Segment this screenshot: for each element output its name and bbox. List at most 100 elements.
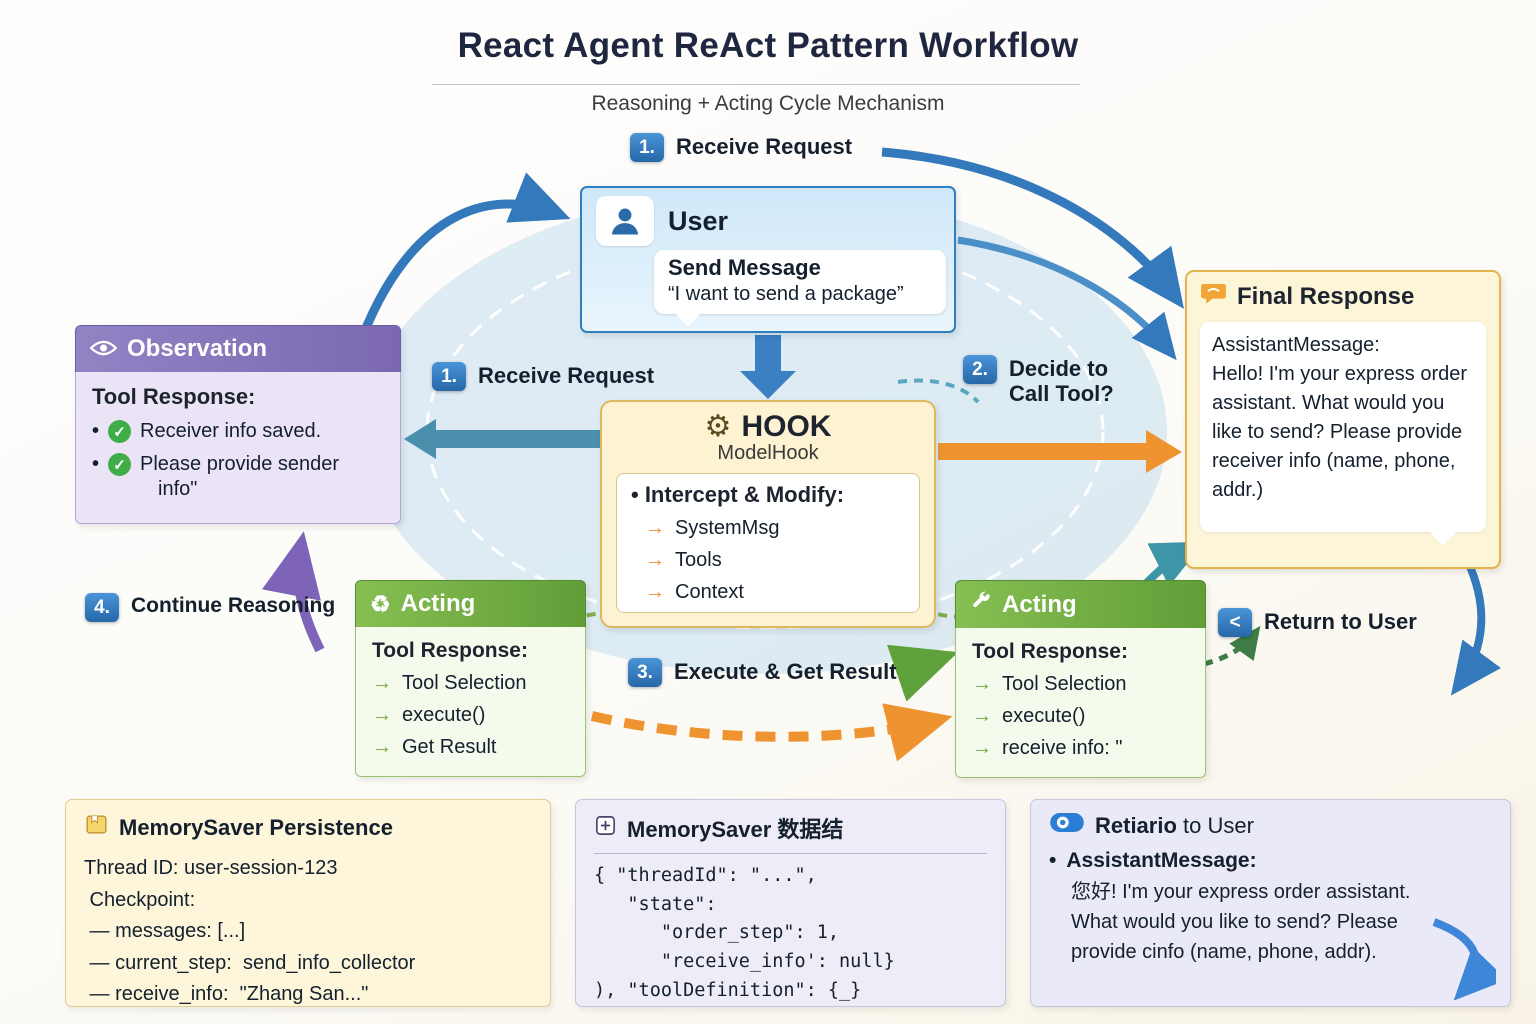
add-square-icon (594, 814, 617, 843)
title-divider (432, 84, 1080, 85)
return-to-user-box: Retiario to User • AssistantMessage: 您好!… (1030, 799, 1511, 1007)
acting-left-header: ♻ Acting (355, 580, 586, 627)
arrow-right-icon: → (372, 736, 392, 758)
structure-box-title: MemorySaver 数据结 (627, 817, 844, 842)
flow-label-text: Decide to Call Tool? (1009, 356, 1114, 407)
hook-subtitle: ModelHook (717, 442, 819, 464)
assistant-message-bullet: • AssistantMessage: (1049, 849, 1492, 873)
code-line: ), "toolDefinition": {_} (594, 979, 862, 1001)
user-box: User Send Message “I want to send a pack… (580, 186, 956, 333)
final-response-title: Final Response (1237, 283, 1415, 310)
memory-saver-persistence-box: MemorySaver Persistence Thread ID: user-… (65, 799, 551, 1007)
step-badge-1: 1. (630, 133, 664, 162)
acting-left-body: Tool Response: → Tool Selection → execut… (355, 627, 586, 777)
cycle-icon: ♻ (370, 590, 391, 617)
arrow-right-icon: → (372, 672, 392, 694)
tool-response-label: Tool Response: (972, 640, 1128, 663)
memory-line: Thread ID: user-session-123 (84, 857, 338, 879)
user-message-bubble: Send Message “I want to send a package” (654, 250, 946, 327)
flow-label-receive-request: 1. Receive Request (432, 362, 654, 391)
acting-right-body: Tool Response: → Tool Selection → execut… (955, 628, 1206, 778)
assistant-message-text: 您好! I'm your express order assistant. Wh… (1071, 881, 1411, 963)
flow-label-text: Receive Request (676, 134, 853, 159)
step-badge-2: 2. (963, 355, 997, 384)
arrow-right-icon: → (645, 581, 665, 603)
state-json-code: { "threadId": "...", "state": "order_ste… (594, 862, 987, 1005)
gear-icon: ⚙ (704, 410, 732, 443)
speech-tail (1430, 520, 1456, 546)
hook-intercept-panel: • Intercept & Modify: → SystemMsg → Tool… (616, 473, 920, 613)
divider (594, 853, 987, 854)
wrench-icon (970, 590, 992, 619)
return-curve-arrow (1432, 918, 1496, 1000)
step-badge-1b: 1. (432, 362, 466, 391)
memory-line: — current_step: send_info_collector (84, 951, 416, 974)
hook-title: HOOK (741, 410, 832, 443)
observation-header: Observation (75, 325, 401, 372)
memory-line: Checkpoint: (84, 888, 196, 911)
assistant-message-label: AssistantMessage: (1212, 334, 1380, 356)
acting-item-text: Tool Selection (1002, 673, 1127, 695)
observation-item-text: Please provide sender (140, 453, 340, 475)
memory-saver-structure-box: MemorySaver 数据结 { "threadId": "...", "st… (575, 799, 1006, 1007)
observation-item-text: info" (158, 478, 198, 500)
arrow-right-icon: → (645, 549, 665, 571)
hook-item-text: Context (675, 581, 744, 603)
tool-response-label: Tool Response: (372, 639, 528, 662)
memory-line: — receive_info: "Zhang San..." (84, 983, 369, 1006)
acting-item-text: receive info: " (1002, 737, 1123, 759)
structure-box-header: MemorySaver 数据结 (594, 812, 987, 844)
hook-item: → SystemMsg (645, 517, 905, 540)
hook-list-title: • Intercept & Modify: (631, 482, 845, 507)
page-title: React Agent ReAct Pattern Workflow (457, 26, 1079, 65)
final-response-header: Final Response (1200, 282, 1486, 312)
eye-icon (89, 335, 118, 363)
arrow-right-icon: → (372, 704, 392, 726)
bullet-icon: • (92, 453, 100, 475)
final-response-box: Final Response AssistantMessage: Hello! … (1185, 270, 1501, 569)
memory-box-header: MemorySaver Persistence (84, 812, 532, 843)
acting-item-text: execute() (1002, 705, 1086, 727)
speech-bubble-icon (1200, 282, 1227, 312)
flow-label-text: Receive Request (478, 363, 655, 388)
acting-item: → execute() (972, 705, 1189, 728)
flow-label-execute: 3. Execute & Get Result (628, 658, 897, 687)
user-box-header: User (596, 196, 940, 246)
acting-box-right: Acting Tool Response: → Tool Selection →… (955, 580, 1206, 778)
memory-lines: Thread ID: user-session-123 Checkpoint: … (84, 853, 532, 1011)
code-line: "state": (594, 893, 717, 915)
acting-item: → execute() (372, 704, 569, 727)
user-icon (596, 196, 654, 246)
step-badge-4: 4. (85, 593, 119, 622)
hook-item-text: SystemMsg (675, 517, 780, 539)
flow-label-text: Return to User (1264, 609, 1417, 634)
return-box-title-rest: to User (1176, 812, 1254, 838)
acting-box-left: ♻ Acting Tool Response: → Tool Selection… (355, 580, 586, 777)
acting-item-text: execute() (402, 704, 486, 726)
hook-item: → Tools (645, 549, 905, 572)
observation-body: Tool Response: • ✓ Receiver info saved. … (75, 372, 401, 524)
save-card-icon (84, 812, 109, 843)
hook-item: → Context (645, 581, 905, 604)
flow-label-text: Continue Reasoning (131, 594, 336, 617)
user-box-title: User (668, 205, 729, 236)
assistant-message-text: Hello! I'm your express order assistant.… (1212, 363, 1468, 501)
user-message-quote: “I want to send a package” (668, 283, 904, 305)
back-badge: < (1218, 608, 1252, 637)
acting-item-text: Get Result (402, 736, 497, 758)
observation-box: Observation Tool Response: • ✓ Receiver … (75, 325, 401, 524)
check-icon: ✓ (108, 453, 132, 476)
acting-item: → receive info: " (972, 737, 1189, 760)
code-line: "receive_info': null} (594, 951, 895, 973)
observation-item-continuation: info" (92, 478, 384, 501)
acting-title: Acting (400, 590, 476, 617)
return-box-title-bold: Retiario (1095, 812, 1177, 838)
speech-tail (676, 303, 700, 327)
flow-label-return-to-user: < Return to User (1218, 608, 1417, 637)
memory-box-title: MemorySaver Persistence (119, 814, 393, 840)
tool-response-label: Tool Response: (92, 384, 256, 409)
hook-box: ⚙ HOOK ModelHook • Intercept & Modify: →… (600, 400, 936, 628)
observation-item-text: Receiver info saved. (140, 420, 322, 442)
assistant-message-label: AssistantMessage: (1066, 849, 1257, 872)
